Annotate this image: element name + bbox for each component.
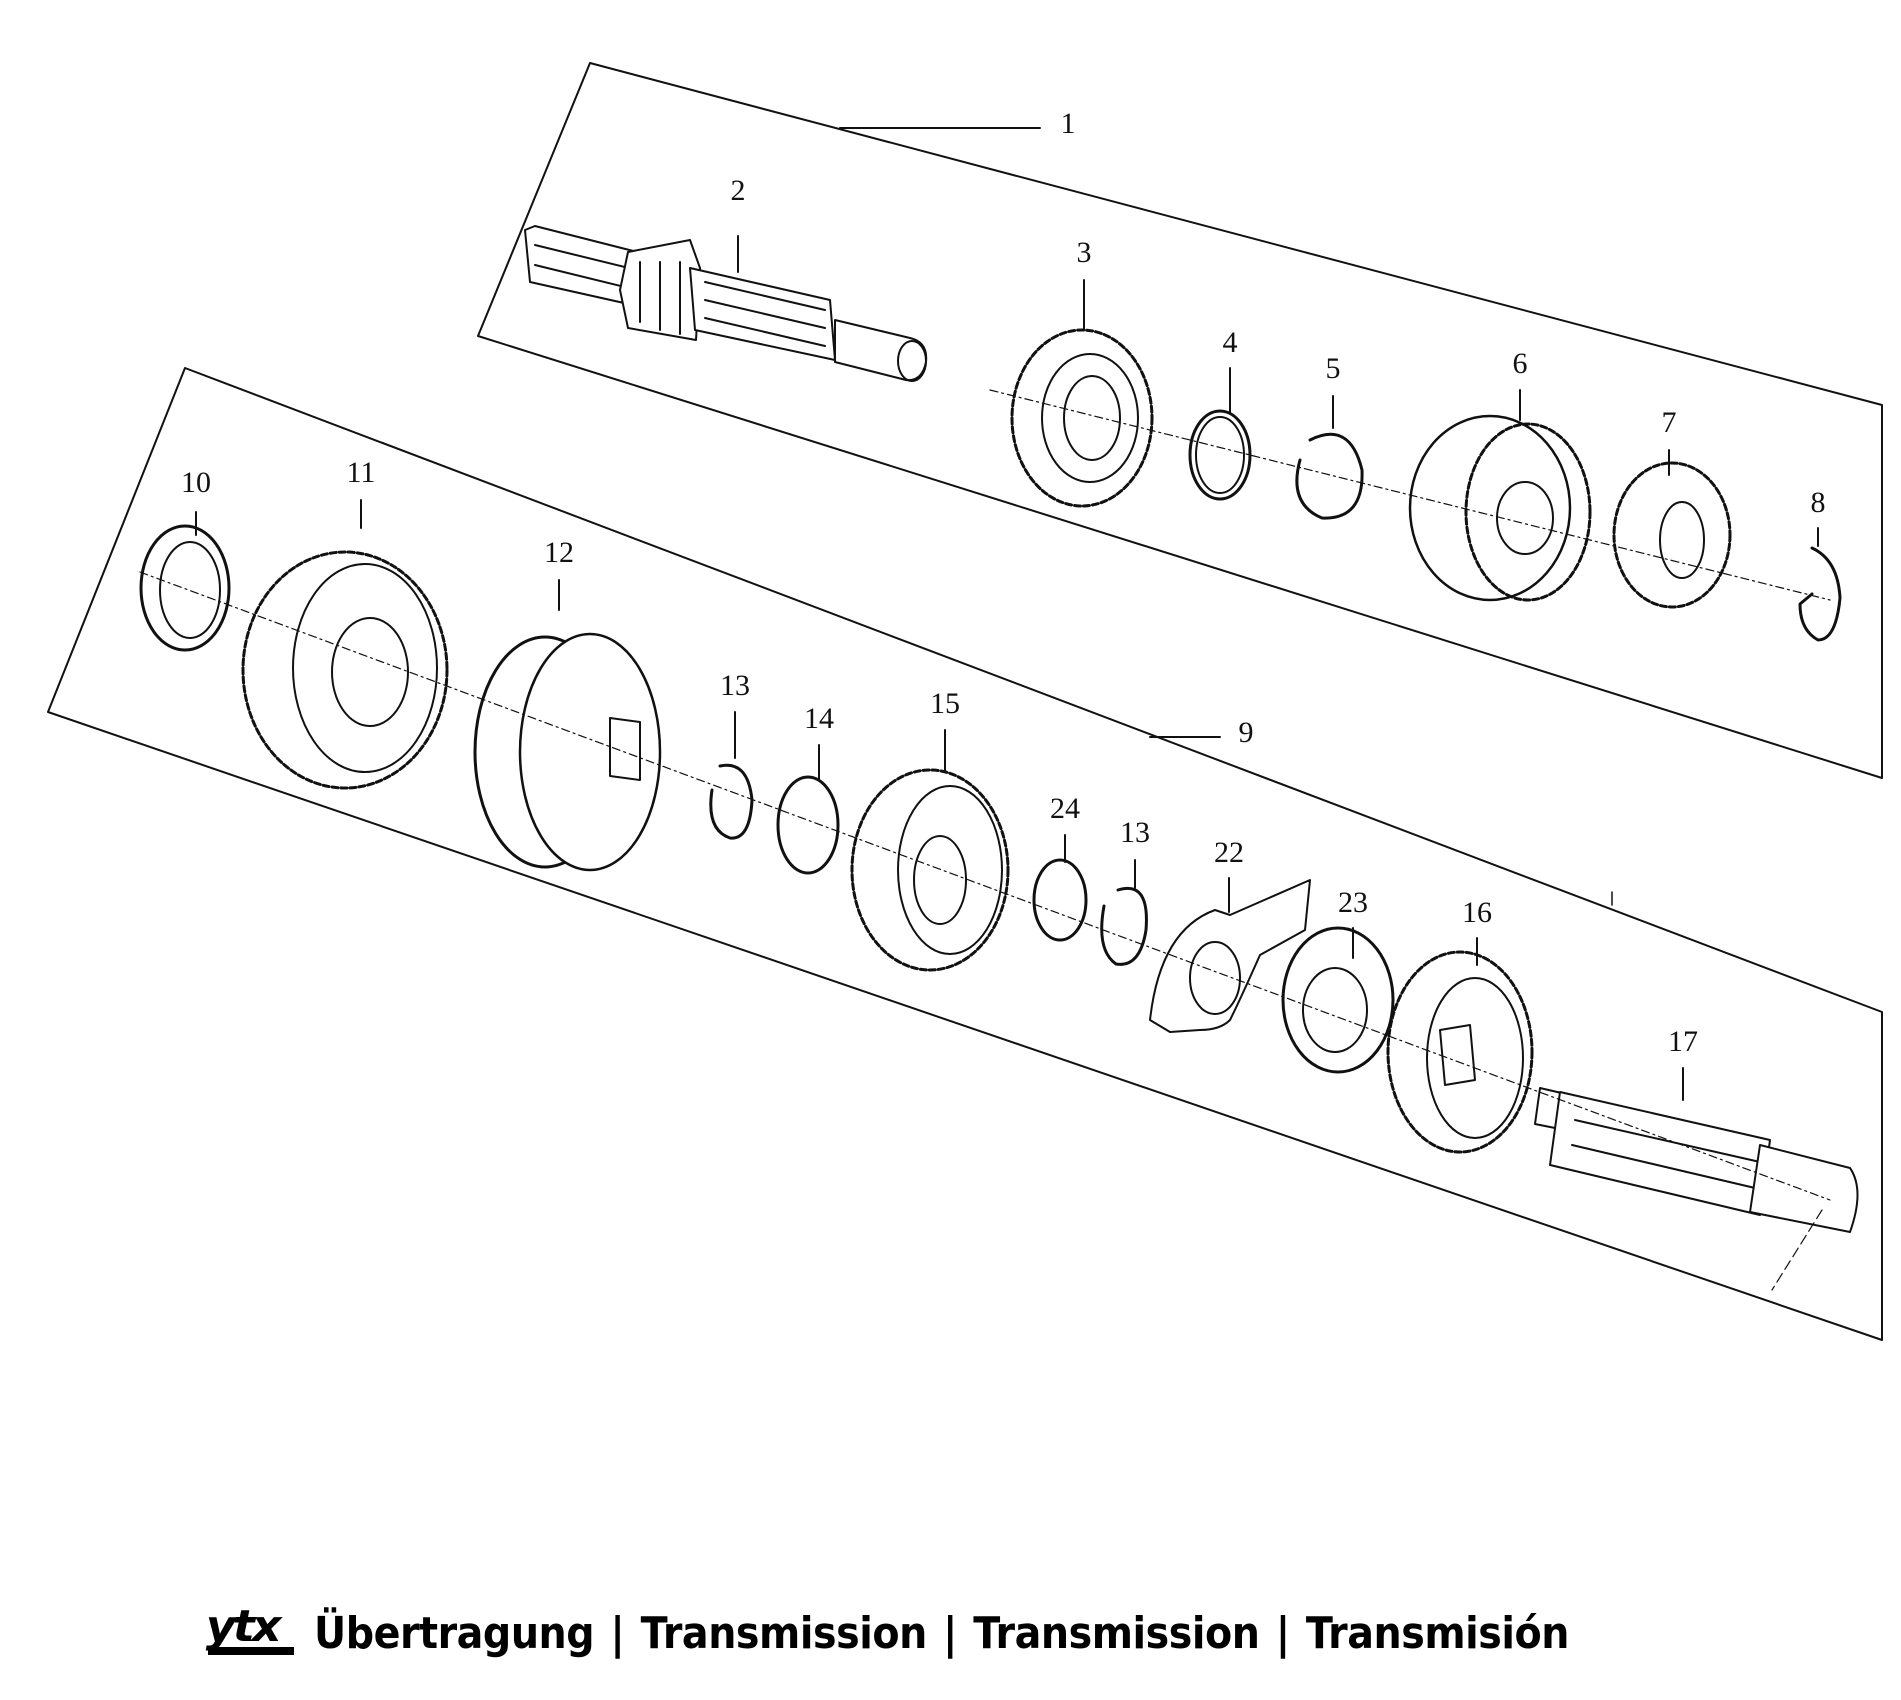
main-shaft-part-2 bbox=[524, 225, 928, 382]
callout-4: 4 bbox=[1223, 326, 1238, 359]
callout-15: 15 bbox=[930, 687, 960, 720]
thrust-washer-part-23 bbox=[1281, 926, 1395, 1074]
callout-1: 1 bbox=[1061, 107, 1076, 140]
circlip-part-13-b bbox=[1100, 859, 1148, 966]
title-english: Transmission bbox=[640, 1607, 928, 1659]
brand-logo: ytx bbox=[205, 1601, 296, 1659]
gear-part-11 bbox=[241, 499, 449, 790]
callout-14: 14 bbox=[804, 702, 834, 735]
output-shaft-part-17 bbox=[1534, 1067, 1859, 1233]
title-french: Transmission bbox=[973, 1607, 1260, 1659]
title-separator: | bbox=[943, 1607, 958, 1659]
callout-22: 22 bbox=[1214, 836, 1244, 869]
gear-part-16 bbox=[1386, 937, 1534, 1154]
callout-17: 17 bbox=[1668, 1025, 1698, 1058]
callout-8: 8 bbox=[1811, 486, 1826, 519]
ring-part-4 bbox=[1188, 367, 1252, 501]
title-separator: | bbox=[610, 1607, 625, 1659]
circlip-part-13-a bbox=[709, 711, 754, 840]
lever-plate-part-22 bbox=[1149, 877, 1311, 1033]
ring-part-14 bbox=[776, 744, 840, 875]
callout-9: 9 bbox=[1239, 716, 1254, 749]
e-clip-part-8 bbox=[1798, 527, 1842, 642]
callout-10: 10 bbox=[181, 466, 211, 499]
callout-11: 11 bbox=[347, 456, 376, 489]
circlip-part-5 bbox=[1295, 395, 1364, 520]
callout-3: 3 bbox=[1077, 236, 1092, 269]
title-spanish: Transmisión bbox=[1305, 1607, 1570, 1659]
assembly-1-panel bbox=[477, 62, 1883, 779]
callout-24: 24 bbox=[1050, 792, 1080, 825]
title-separator: | bbox=[1275, 1607, 1290, 1659]
callout-5: 5 bbox=[1326, 352, 1341, 385]
washer-part-10 bbox=[139, 511, 231, 652]
callout-23: 23 bbox=[1338, 886, 1368, 919]
callout-13: 13 bbox=[720, 669, 750, 702]
assembly-9-panel bbox=[47, 367, 1883, 1341]
page-title: Übertragung | Transmission | Transmission | Tr… bbox=[314, 1608, 1569, 1659]
callout-7: 7 bbox=[1662, 406, 1677, 439]
title-bar: ytx Übertragung | Transmission | Transmissio… bbox=[205, 1598, 1708, 1668]
ring-part-24 bbox=[1032, 834, 1088, 942]
gear-part-6 bbox=[1408, 389, 1592, 602]
callout-16: 16 bbox=[1462, 896, 1492, 929]
callout-6: 6 bbox=[1513, 347, 1528, 380]
gear-part-3 bbox=[1010, 279, 1154, 508]
callout-13: 13 bbox=[1120, 816, 1150, 849]
callout-2: 2 bbox=[731, 174, 746, 207]
shifter-gear-part-12 bbox=[473, 579, 662, 872]
gear-part-15 bbox=[850, 729, 1010, 972]
brand-logo-text: ytx bbox=[205, 1601, 282, 1652]
gear-part-7 bbox=[1612, 449, 1732, 609]
brand-logo-underline bbox=[208, 1647, 294, 1655]
callout-12: 12 bbox=[544, 536, 574, 569]
title-german: Übertragung bbox=[314, 1607, 595, 1659]
